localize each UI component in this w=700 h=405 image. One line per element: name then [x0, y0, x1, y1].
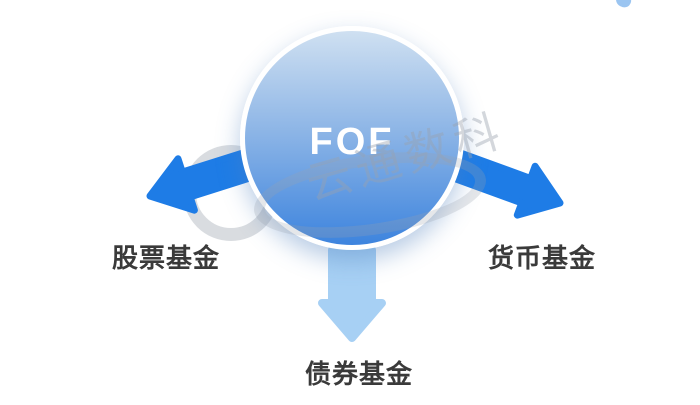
- fof-center-node: FOF: [240, 26, 464, 250]
- arrow-right-icon: [442, 147, 564, 219]
- center-label: FOF: [309, 120, 395, 163]
- arrow-down-icon: [318, 246, 386, 342]
- node-label-currency-fund: 货币基金: [488, 243, 597, 273]
- node-label-stock-fund: 股票基金: [112, 243, 221, 273]
- node-label-bond-fund: 债券基金: [305, 359, 414, 389]
